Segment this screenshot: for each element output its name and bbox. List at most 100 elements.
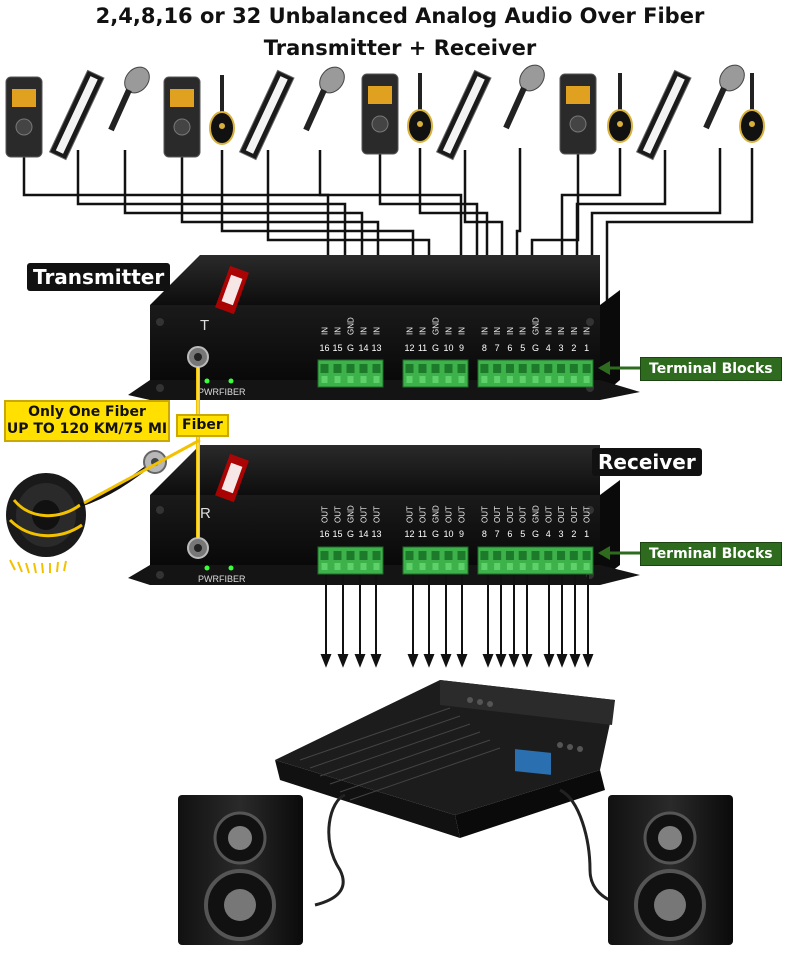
tx-wire-slot: [458, 376, 465, 383]
right-speaker: [608, 795, 733, 945]
tx-terminal-number: G: [347, 343, 354, 353]
tx-terminal-number: 14: [358, 343, 368, 353]
transmitter-terminal-blocks: IN16IN15GNDGIN14IN13IN12IN11GNDGIN10IN9I…: [317, 317, 594, 388]
tx-terminal-number: 10: [443, 343, 453, 353]
output-arrow-head: [508, 654, 520, 668]
tx-wire-slot: [506, 376, 513, 383]
rx-screw-slot: [333, 551, 342, 560]
tx-screw-slot: [320, 364, 329, 373]
rx-screw-slot: [518, 551, 527, 560]
output-arrow-head: [556, 654, 568, 668]
title-line-1: 2,4,8,16 or 32 Unbalanced Analog Audio O…: [95, 4, 705, 28]
rx-screw-slot: [431, 551, 440, 560]
rx-wire-slot: [519, 563, 526, 570]
tx-wire-slot: [532, 376, 539, 383]
rx-terminal-type: OUT: [373, 506, 382, 523]
tx-screw-slot: [544, 364, 553, 373]
output-arrow-head: [354, 654, 366, 668]
receiver-fiber-led: [228, 565, 234, 571]
tx-wire-slot: [445, 376, 452, 383]
rx-wire-slot: [494, 563, 501, 570]
tx-screw-slot: [405, 364, 414, 373]
rx-screw-slot: [320, 551, 329, 560]
rx-screw-slot: [444, 551, 453, 560]
tx-terminal-number: G: [532, 343, 539, 353]
mixer-screen: [515, 749, 551, 775]
tx-screw-slot: [444, 364, 453, 373]
receiver-unit: R PWR FIBER OUT16OUT15GNDGOUT14OUT13OUT1…: [128, 445, 640, 585]
tx-wire-slot: [406, 376, 413, 383]
transmitter-pwr-led: [204, 378, 210, 384]
tx-screw-slot: [457, 364, 466, 373]
tx-screw-slot: [557, 364, 566, 373]
tx-terminal-number: 3: [559, 343, 564, 353]
tx-terminal-type: IN: [570, 327, 579, 335]
rx-terminal-type: OUT: [458, 506, 467, 523]
guitar-icon: [607, 73, 633, 143]
rx-terminal-type: OUT: [360, 506, 369, 523]
output-arrow-head: [320, 654, 332, 668]
tx-screw-slot: [359, 364, 368, 373]
receiver-terminal-blocks: OUT16OUT15GNDGOUT14OUT13OUT12OUT11GNDGOU…: [317, 505, 594, 575]
output-arrows: [320, 575, 594, 668]
transmitter-top-panel: [150, 255, 600, 305]
receiver-pwr-led: [204, 565, 210, 571]
tx-wire-slot: [583, 376, 590, 383]
tx-wire-slot: [519, 376, 526, 383]
output-arrow-head: [495, 654, 507, 668]
output-arrow-head: [407, 654, 419, 668]
tx-terminal-number: 9: [459, 343, 464, 353]
rx-terminal-type: GND: [532, 505, 541, 523]
rx-screw-slot: [569, 551, 578, 560]
transmitter-unit: T PWR FIBER IN16IN15GNDGIN14IN13IN12IN11…: [128, 255, 640, 400]
tx-wire-slot: [432, 376, 439, 383]
rx-terminal-type: OUT: [406, 506, 415, 523]
tx-screw-slot: [431, 364, 440, 373]
rx-terminal-type: GND: [347, 505, 356, 523]
right-speaker-cable: [559, 788, 623, 907]
tx-screw-slot: [569, 364, 578, 373]
tx-wire-slot: [334, 376, 341, 383]
rx-wire-slot: [583, 563, 590, 570]
transmitter-pwr-label: PWR: [198, 387, 219, 397]
tx-terminal-number: 1: [584, 343, 589, 353]
rx-terminal-type: OUT: [557, 506, 566, 523]
recorder-icon: [361, 73, 399, 155]
tx-terminal-type: IN: [321, 327, 330, 335]
rx-screw-slot: [457, 551, 466, 560]
output-arrow-head: [370, 654, 382, 668]
rx-terminal-type: OUT: [544, 506, 553, 523]
rx-terminal-type: GND: [432, 505, 441, 523]
tx-wire-slot: [570, 376, 577, 383]
rx-wire-slot: [432, 563, 439, 570]
transmitter-label: Transmitter: [27, 263, 171, 291]
tx-terminal-type: IN: [419, 327, 428, 335]
tx-terminal-type: IN: [458, 327, 467, 335]
tx-terminal-number: 15: [332, 343, 342, 353]
output-arrow-head: [456, 654, 468, 668]
rx-wire-slot: [506, 563, 513, 570]
transmitter-fiber-led-label: FIBER: [219, 387, 246, 397]
tx-terminal-type: IN: [519, 327, 528, 335]
rx-screw-slot: [531, 551, 540, 560]
rx-terminal-number: 12: [404, 529, 414, 539]
microphone-icon: [503, 64, 545, 130]
tx-screw-slot: [346, 364, 355, 373]
transmitter-fiber-led: [228, 378, 234, 384]
rx-terminal-type: OUT: [570, 506, 579, 523]
tx-screw-slot: [333, 364, 342, 373]
receiver-fiber-led-label: FIBER: [219, 574, 246, 584]
rx-wire-slot: [532, 563, 539, 570]
microphone-icon: [108, 66, 150, 132]
tx-terminal-number: 11: [418, 343, 427, 353]
tx-terminal-type: IN: [557, 327, 566, 335]
rx-wire-slot: [373, 563, 380, 570]
output-arrow-head: [482, 654, 494, 668]
tx-wire-slot: [481, 376, 488, 383]
tx-terminal-number: 16: [319, 343, 329, 353]
tx-screw-slot: [505, 364, 514, 373]
receiver-top-panel: [150, 445, 600, 495]
tx-screw-slot: [480, 364, 489, 373]
source-cable: [605, 148, 754, 335]
tx-terminal-type: IN: [445, 327, 454, 335]
